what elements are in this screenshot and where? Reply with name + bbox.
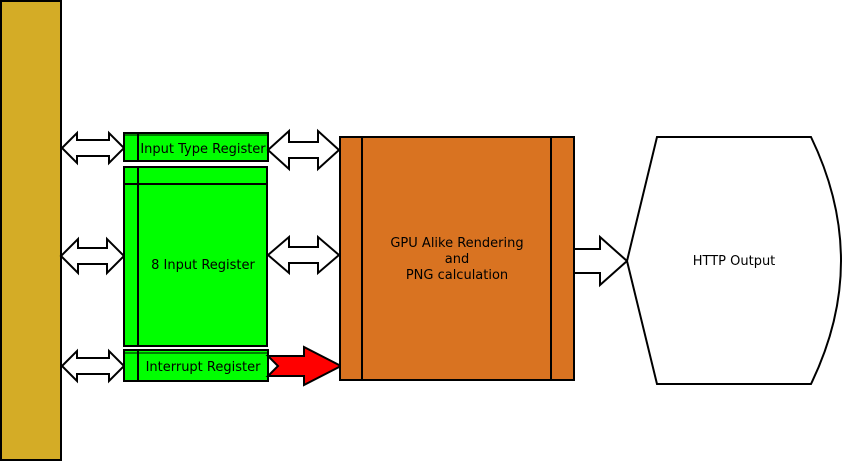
bus-to-input-type-arrow — [60, 130, 126, 166]
gpu-label-line3: PNG calculation — [406, 268, 508, 283]
interrupt-arrow — [265, 345, 344, 387]
input-register-to-gpu-arrow — [266, 234, 341, 276]
gpu-label-line1: GPU Alike Rendering — [390, 236, 523, 251]
bus-to-input-register-arrow — [59, 236, 126, 276]
input-type-register: Input Type Register — [123, 132, 269, 162]
input-type-register-label: Input Type Register — [140, 142, 266, 157]
input-type-to-gpu-arrow — [266, 128, 341, 172]
interrupt-register-label: Interrupt Register — [146, 360, 262, 375]
input-register: 8 Input Register — [123, 166, 268, 347]
system-bus-bar — [0, 0, 62, 461]
interrupt-register: Interrupt Register — [123, 349, 269, 382]
gpu-rendering-block: GPU Alike Rendering and PNG calculation — [339, 136, 575, 381]
bus-to-interrupt-arrow — [60, 348, 126, 384]
input-register-label: 8 Input Register — [151, 258, 255, 273]
http-output-label: HTTP Output — [693, 254, 776, 269]
http-output-block: HTTP Output — [625, 136, 843, 385]
gpu-label-line2: and — [445, 252, 469, 267]
gpu-to-http-arrow — [573, 234, 629, 288]
